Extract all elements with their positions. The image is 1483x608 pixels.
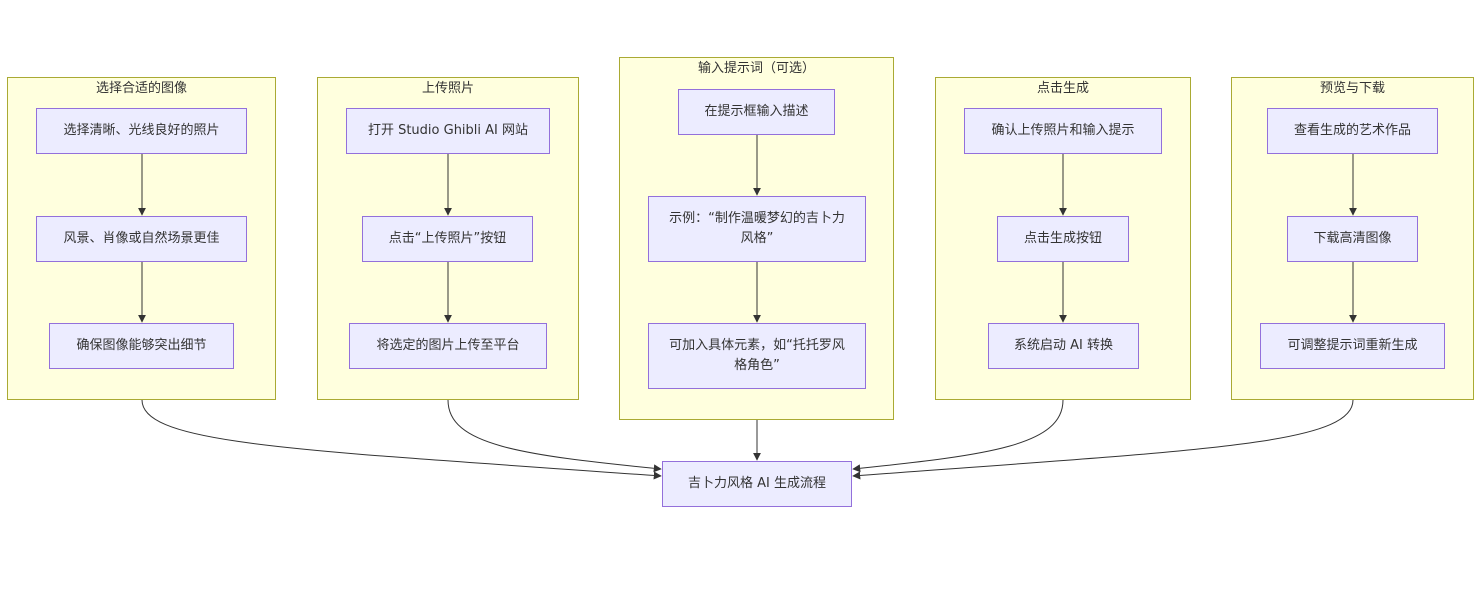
edge-c1-to-final xyxy=(141,399,662,480)
node-scene-types: 风景、肖像或自然场景更佳 xyxy=(36,216,247,262)
cluster-title: 选择合适的图像 xyxy=(95,81,187,96)
node-view-artwork: 查看生成的艺术作品 xyxy=(1267,108,1438,154)
cluster-title: 输入提示词（可选） xyxy=(697,61,815,76)
cluster-title: 上传照片 xyxy=(421,81,474,96)
node-click-upload: 点击“上传照片”按钮 xyxy=(362,216,533,262)
node-prompt-example: 示例：“制作温暖梦幻的吉卜力风格” xyxy=(648,196,866,262)
edge-c4-to-final xyxy=(852,399,1064,473)
edge-c5-to-final xyxy=(852,399,1354,480)
node-download-hd: 下载高清图像 xyxy=(1287,216,1418,262)
node-enter-description: 在提示框输入描述 xyxy=(678,89,835,135)
node-adjust-prompt: 可调整提示词重新生成 xyxy=(1260,323,1445,369)
node-open-website: 打开 Studio Ghibli AI 网站 xyxy=(346,108,550,154)
cluster-title: 点击生成 xyxy=(1036,81,1089,96)
cluster-title: 预览与下载 xyxy=(1319,81,1385,96)
node-click-generate-button: 点击生成按钮 xyxy=(997,216,1129,262)
node-ai-conversion: 系统启动 AI 转换 xyxy=(988,323,1139,369)
node-upload-to-platform: 将选定的图片上传至平台 xyxy=(349,323,547,369)
node-highlight-details: 确保图像能够突出细节 xyxy=(49,323,234,369)
node-confirm-upload: 确认上传照片和输入提示 xyxy=(964,108,1162,154)
node-final-process: 吉卜力风格 AI 生成流程 xyxy=(662,461,852,507)
edge-c2-to-final xyxy=(447,399,662,473)
node-select-clear-photo: 选择清晰、光线良好的照片 xyxy=(36,108,247,154)
node-add-elements: 可加入具体元素，如“托托罗风格角色” xyxy=(648,323,866,389)
